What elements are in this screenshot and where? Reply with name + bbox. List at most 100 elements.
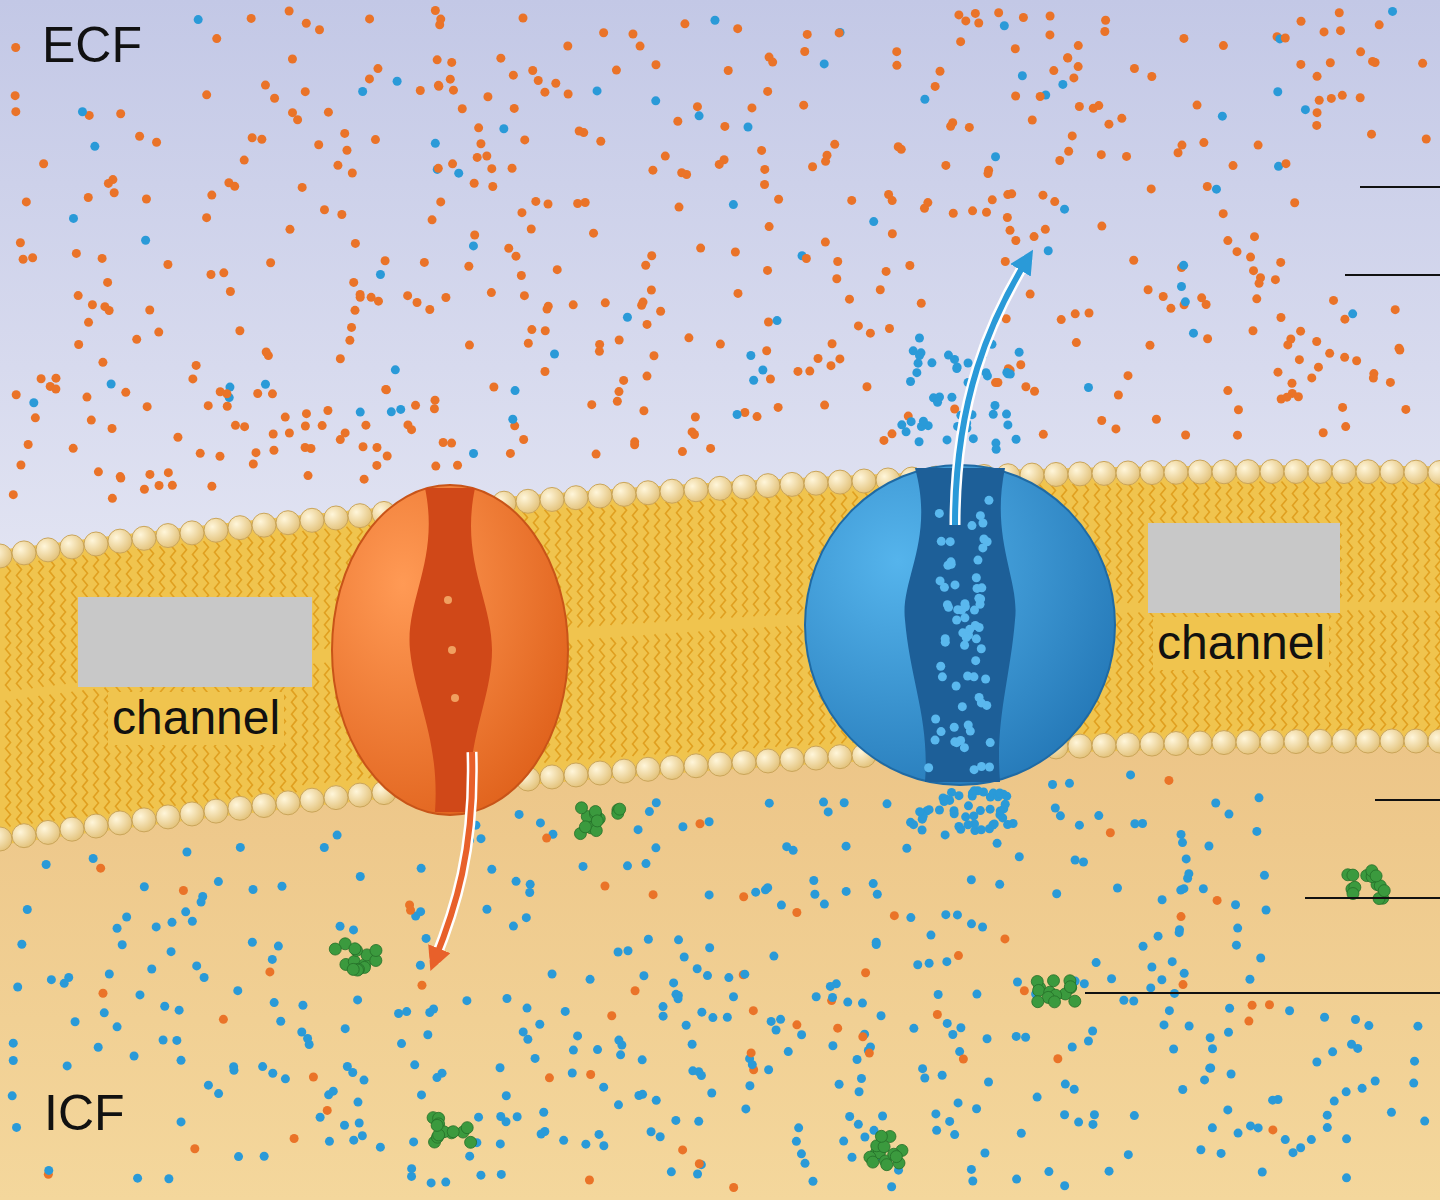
ion-dot [260, 1152, 269, 1161]
ion-dot [707, 1088, 716, 1097]
ion-dot [1070, 1085, 1079, 1094]
ion-dot [1177, 141, 1186, 150]
ion-dot [636, 42, 645, 51]
ion-dot [285, 225, 294, 234]
ion-dot [1175, 925, 1184, 934]
ion-dot [110, 188, 119, 197]
ion-dot [943, 1019, 952, 1028]
influx-arrow [434, 752, 472, 962]
ion-dot [953, 910, 962, 919]
ion-dot [545, 1073, 554, 1082]
ion-dot [214, 877, 223, 886]
ion-dot [760, 180, 769, 189]
ion-dot [431, 6, 440, 15]
ion-dot [947, 393, 956, 402]
ion-dot [1016, 360, 1025, 369]
ion-dot [1227, 1070, 1236, 1079]
ion-dot [249, 460, 258, 469]
ion-dot [693, 964, 702, 973]
ion-dot [858, 1032, 867, 1041]
ion-dot [943, 561, 952, 570]
ion-dot [1268, 1125, 1277, 1134]
ion-dot [349, 1136, 358, 1145]
ion-dot [98, 989, 107, 998]
ion-dot [674, 994, 683, 1003]
ion-dot [356, 293, 365, 302]
ion-dot [23, 905, 32, 914]
ion-dot [1094, 811, 1103, 820]
ion-dot [297, 1028, 306, 1037]
ion-dot [436, 197, 445, 206]
lipid-tail [1370, 610, 1375, 730]
ion-dot [858, 999, 867, 1008]
ion-dot [599, 1083, 608, 1092]
ion-dot [535, 1020, 544, 1029]
ion-dot [309, 1072, 318, 1081]
lipid-head [36, 820, 60, 844]
ion-dot [1246, 1121, 1255, 1130]
lipid-head [804, 746, 828, 770]
ion-dot [1015, 348, 1024, 357]
ion-dot [952, 615, 961, 624]
ion-dot [16, 461, 25, 470]
ion-dot [190, 1144, 199, 1153]
lipid-head [1356, 729, 1380, 753]
ion-dot [1231, 900, 1240, 909]
ion-dot [667, 1167, 676, 1176]
lipid-head [684, 754, 708, 778]
ion-dot [906, 913, 915, 922]
ion-dot [615, 336, 624, 345]
ion-dot [482, 151, 491, 160]
lipid-tail [743, 497, 748, 617]
ion-dot [941, 910, 950, 919]
ion-dot [1061, 1080, 1070, 1089]
lipid-head [588, 761, 612, 785]
ion-dot [1369, 374, 1378, 383]
ion-dot [374, 297, 383, 306]
lipid-tail [666, 634, 671, 754]
ion-dot [950, 1130, 959, 1139]
lipid-tail [732, 498, 737, 618]
ion-dot [877, 1011, 886, 1020]
ion-dot [960, 641, 969, 650]
ion-dot [826, 982, 835, 991]
ion-dot [1258, 1167, 1267, 1176]
lipid-tail [1359, 610, 1364, 730]
ion-dot [196, 449, 205, 458]
lipid-head [324, 786, 348, 810]
ion-dot [938, 672, 947, 681]
ion-dot [729, 1183, 738, 1192]
ion-dot [356, 872, 365, 881]
ion-dot [28, 253, 37, 262]
ion-dot [1012, 1032, 1021, 1041]
ion-dot [589, 229, 598, 238]
ion-dot [1177, 830, 1186, 839]
ion-dot [159, 1035, 168, 1044]
ion-dot [285, 7, 294, 16]
ion-dot [940, 583, 949, 592]
ion-dot [631, 986, 640, 995]
protein-bead [881, 1159, 893, 1171]
ion-dot [613, 397, 622, 406]
ion-dot [204, 401, 213, 410]
lipid-tail [622, 504, 627, 624]
ion-dot [290, 1134, 299, 1143]
ion-dot [431, 139, 440, 148]
lipid-tail [655, 502, 660, 622]
ion-dot [202, 213, 211, 222]
ion-dot [229, 1062, 238, 1071]
lipid-head [1404, 460, 1428, 484]
ion-dot [207, 191, 216, 200]
lipid-head [1404, 729, 1428, 753]
ion-dot [857, 1074, 866, 1083]
ion-dot [865, 1049, 874, 1058]
ion-dot [793, 367, 802, 376]
lipid-tail [765, 496, 770, 616]
lipid-tail [1403, 611, 1408, 731]
ion-dot [1418, 59, 1427, 68]
ion-dot [381, 256, 390, 265]
ion-dot [984, 1077, 993, 1086]
lipid-head [1332, 460, 1356, 484]
ion-dot [1122, 152, 1131, 161]
ion-dot [1113, 883, 1122, 892]
